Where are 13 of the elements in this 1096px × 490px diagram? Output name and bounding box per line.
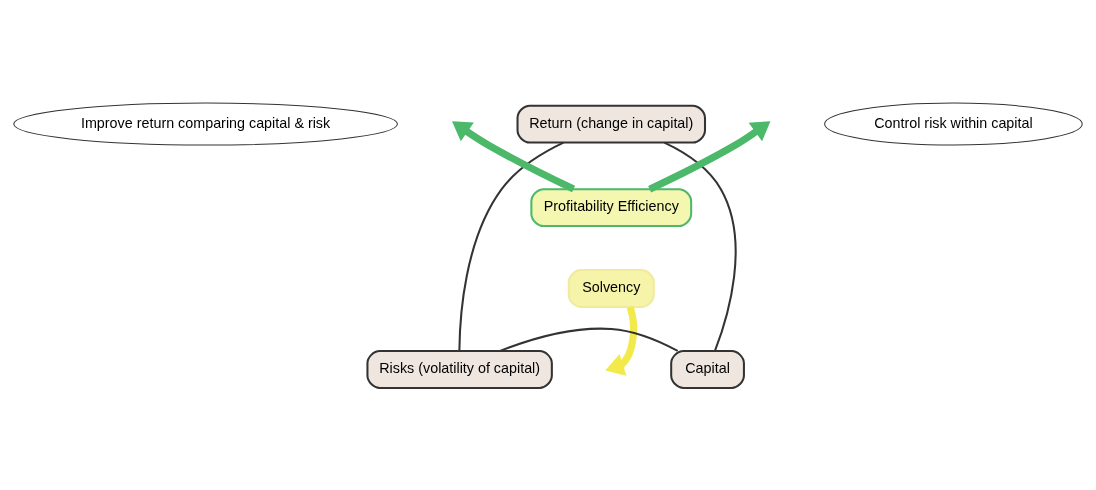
arrow — [648, 120, 771, 192]
node-box: Solvency — [567, 268, 655, 308]
node-ellipse: Improve return comparing capital & risk — [13, 102, 398, 146]
node-box: Return (change in capital) — [516, 104, 707, 144]
connector — [458, 141, 564, 351]
arrow — [605, 305, 638, 376]
connector — [499, 327, 679, 352]
node-ellipse: Control risk within capital — [824, 102, 1083, 146]
connector — [663, 141, 737, 351]
node-box: Capital — [670, 349, 745, 389]
arrow — [452, 120, 576, 192]
node-box: Risks (volatility of capital) — [366, 349, 553, 389]
node-box: Profitability Efficiency — [530, 187, 693, 227]
